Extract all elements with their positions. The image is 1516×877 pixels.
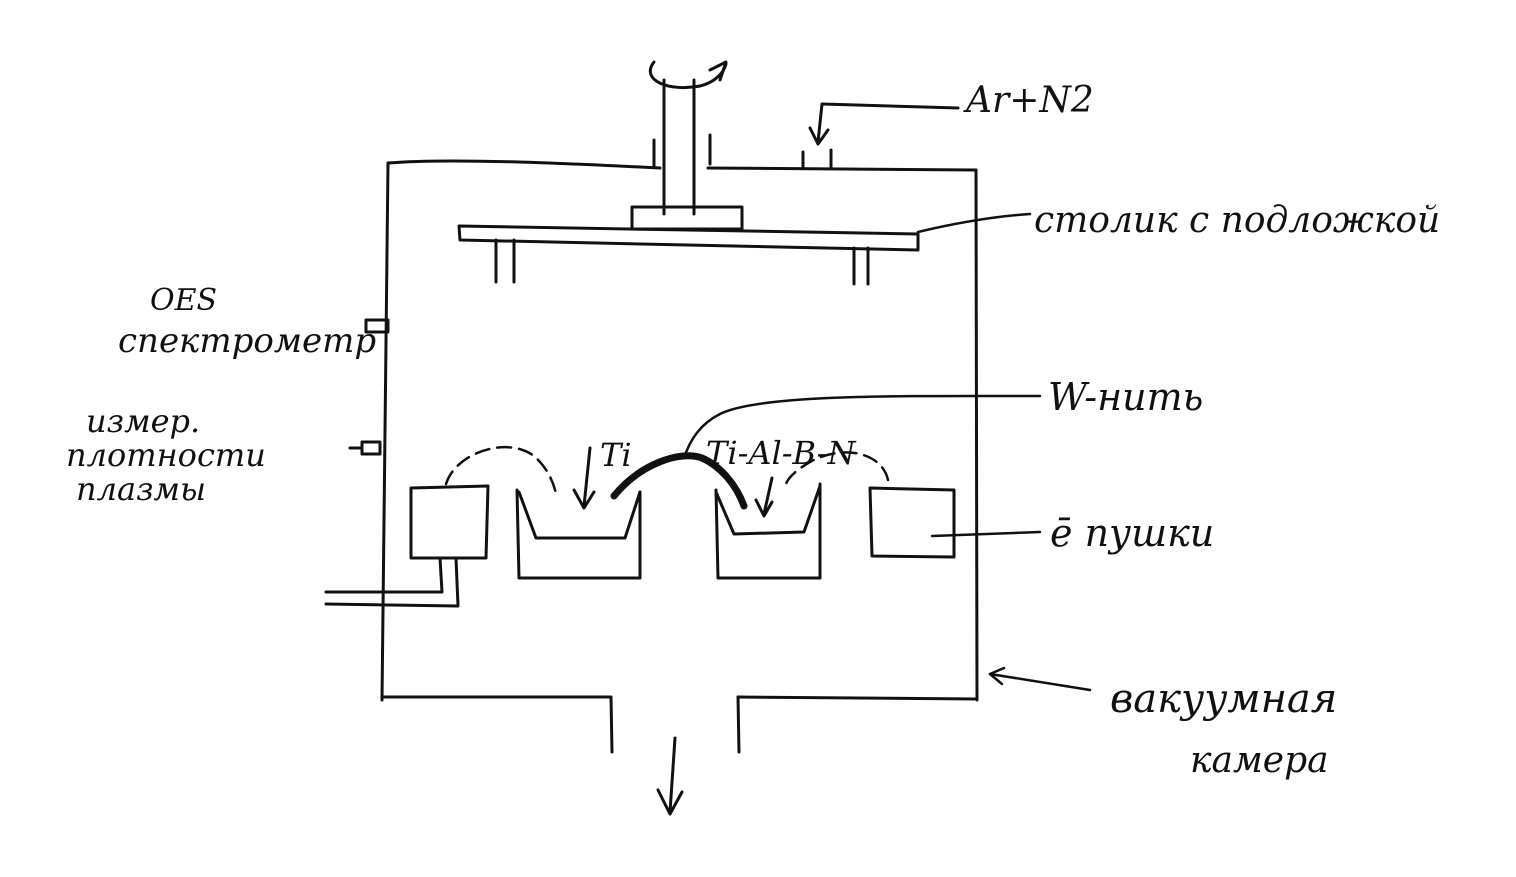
rotation-arrow: [648, 60, 728, 90]
substrate-table-label: столик с подложкой: [1034, 200, 1440, 241]
chamber-top-wall-left: [386, 159, 662, 170]
ti-arrow-head: [572, 488, 596, 510]
crucible-tialbn: [714, 482, 822, 580]
gun-feed-outer: [324, 556, 460, 608]
plasma-label-line1: измер.: [86, 402, 200, 440]
exhaust-port-right: [736, 695, 741, 754]
crucible-tialbn-inner: [714, 484, 822, 536]
electron-gun-right: [868, 486, 956, 559]
chamber-label-line1: вакуумная: [1110, 676, 1337, 722]
oes-port: [364, 318, 390, 334]
beam-right: [784, 451, 890, 486]
chamber-bottom-wall-right: [736, 695, 979, 701]
gas-arrow: [816, 102, 960, 144]
exhaust-port-left: [609, 695, 614, 754]
tialbn-arrow: [762, 476, 774, 516]
leader-filament: [682, 394, 1042, 460]
oes-label-line1: OES: [150, 283, 217, 318]
leader-lines: [682, 212, 1092, 692]
electron-beams: [444, 446, 890, 496]
pump-arrow: [656, 736, 684, 816]
chamber-label-line2: камера: [1190, 740, 1329, 781]
crucible-tialbn-outer: [714, 482, 822, 580]
leader-substrate: [916, 212, 1032, 234]
crucible-ti-outer: [515, 488, 642, 580]
plasma-label-line3: плазмы: [76, 470, 206, 508]
side-ports: [348, 318, 390, 456]
tialbn-arrow-head: [754, 498, 774, 518]
plasma-label-line2: плотности: [66, 436, 266, 474]
chamber-right-wall: [974, 168, 979, 702]
shaft-mount: [630, 205, 744, 231]
chamber-top-wall-right: [706, 166, 978, 172]
gas-label: Ar+N2: [963, 80, 1094, 121]
target-arrows: [572, 446, 774, 518]
oes-label-line2: спектрометр: [118, 321, 376, 361]
chamber-left-wall: [380, 161, 390, 702]
gas-inlet: [801, 102, 960, 170]
leader-chamber: [988, 672, 1092, 692]
target-tialbn-label: Ti-Al-B-N: [706, 434, 856, 472]
vacuum-chamber: [380, 159, 979, 754]
substrate-table-plate: [457, 224, 920, 252]
leader-egun: [930, 530, 1042, 538]
electron-gun-left: [324, 484, 490, 608]
probe-port: [360, 440, 382, 456]
leader-chamber-head: [988, 666, 1006, 686]
gun-feed-inner: [324, 556, 444, 594]
electron-guns-label: ē пушки: [1050, 511, 1214, 555]
beam-left: [444, 446, 558, 496]
ti-arrow: [582, 446, 592, 508]
gas-arrow-head: [808, 126, 830, 146]
target-ti-label: Ti: [600, 436, 632, 474]
crucible-ti-inner: [517, 490, 642, 540]
substrate-holder: [457, 205, 920, 286]
rotation-arrow-head: [708, 60, 728, 82]
rotating-shaft: [648, 60, 728, 216]
w-filament: [610, 452, 748, 510]
crucible-ti: [515, 488, 642, 580]
filament-label: W-нить: [1048, 375, 1203, 419]
